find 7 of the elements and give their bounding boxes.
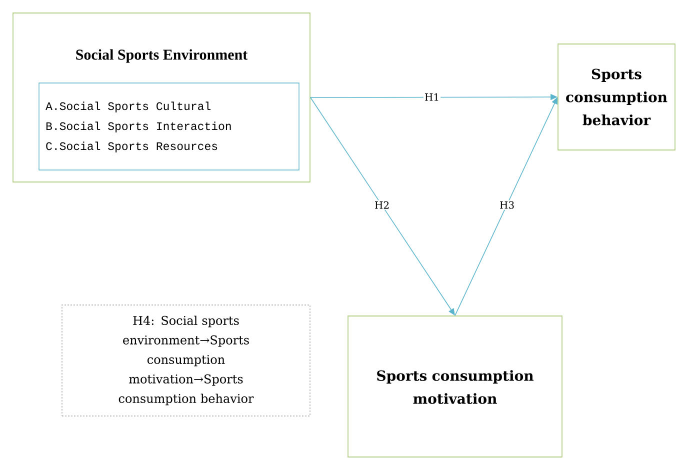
- note-box: H4: Social sports environment→Sports consumption motivation→Sports consumption behavior: [62, 304, 310, 416]
- edge-label: H1: [423, 92, 441, 102]
- process-box: Sports consumption motivation: [348, 316, 562, 458]
- edge-label: H2: [373, 200, 391, 210]
- list-box: A.Social Sports Cultural B.Social Sports Interaction C.Social Sports Resources: [38, 82, 300, 170]
- edge-label: H3: [498, 200, 516, 210]
- process-box: Sports consumption behavior: [558, 44, 676, 150]
